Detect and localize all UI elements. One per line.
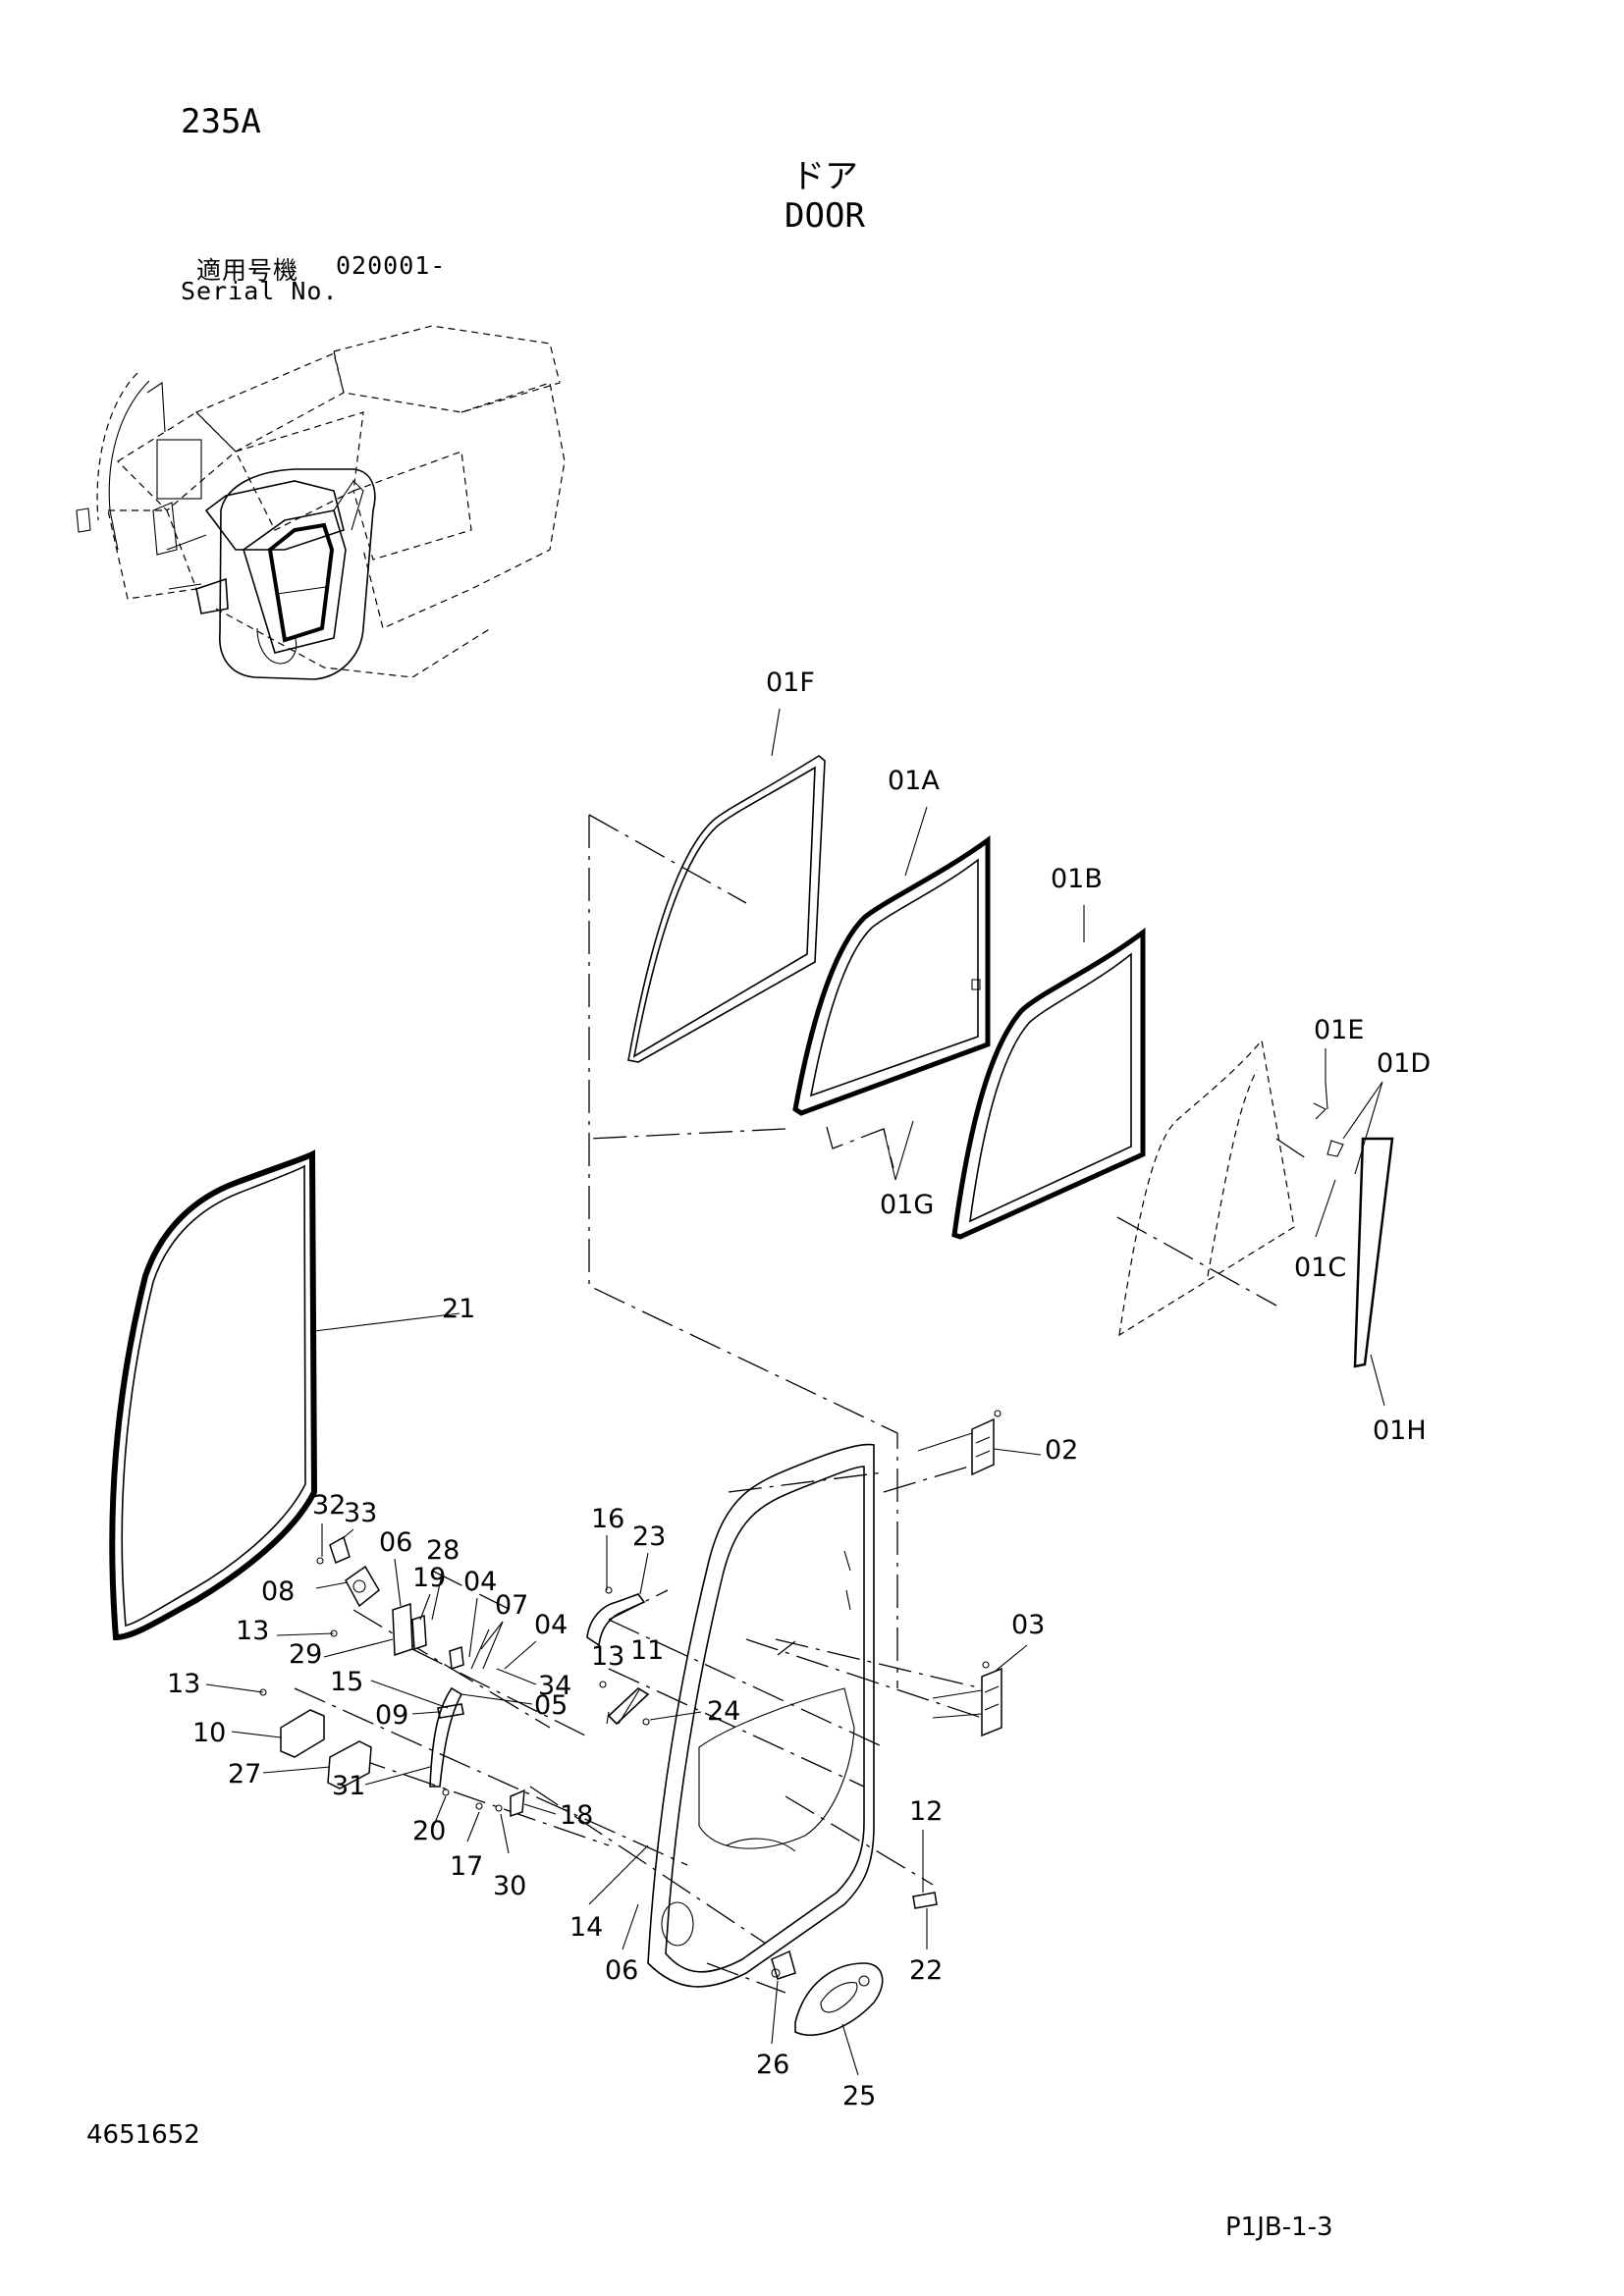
callout-13-c: 13 [167,1669,200,1699]
callout-17: 17 [450,1851,483,1882]
callout-06-lower: 06 [605,1955,638,1986]
callout-01G: 01G [880,1190,934,1220]
callout-01C: 01C [1294,1253,1346,1283]
projection-lines [294,815,1307,1994]
callout-22: 22 [909,1955,943,1986]
callout-13-b: 13 [591,1641,624,1672]
glass-01F [588,755,826,1063]
door-frame-14 [647,1443,885,1988]
callout-13-a: 13 [236,1616,269,1646]
callout-25: 25 [842,2081,876,2111]
callout-02: 02 [1045,1435,1078,1466]
callout-01H: 01H [1373,1415,1427,1446]
callout-01E: 01E [1314,1015,1364,1045]
callout-01F: 01F [766,667,815,698]
page-reference: P1JB-1-3 [1225,2213,1333,2242]
callout-10: 10 [192,1718,226,1748]
callout-03: 03 [1011,1610,1045,1640]
callout-16: 16 [591,1504,624,1534]
callout-29: 29 [289,1639,322,1670]
door-seal-21 [109,1149,318,1641]
callout-26: 26 [756,2050,789,2080]
callout-05: 05 [534,1690,568,1721]
callout-15: 15 [330,1667,363,1697]
callout-01B: 01B [1051,864,1103,894]
callout-01D: 01D [1377,1048,1431,1079]
callout-21: 21 [442,1294,475,1324]
serial-value: 020001- [336,251,447,280]
callout-labels: 01F 01A 01B 01E 01D 01G 01C 01H 21 02 03… [167,667,1431,2111]
callout-01A: 01A [888,766,940,796]
callout-20: 20 [412,1816,446,1846]
callout-04-a: 04 [463,1567,497,1597]
callout-12: 12 [909,1796,943,1827]
callout-24: 24 [707,1696,740,1727]
callout-04-b: 04 [534,1610,568,1640]
glass-rear-01C [1118,1039,1394,1368]
callout-31: 31 [332,1771,365,1801]
callout-34: 34 [538,1671,571,1701]
callout-27: 27 [228,1759,261,1789]
callout-33: 33 [344,1498,377,1528]
serial-label-en: Serial No. [181,277,339,305]
drawing-number: 4651652 [86,2120,200,2150]
callout-08: 08 [261,1576,295,1607]
callout-18: 18 [560,1800,593,1831]
callout-32: 32 [312,1490,346,1521]
callout-11: 11 [630,1635,664,1666]
leader-lines [205,708,1385,2076]
machine-overview-illustration [76,325,566,680]
serial-label-jp: 適用号機 [196,256,299,285]
callout-09: 09 [375,1700,408,1731]
callout-19: 19 [412,1563,446,1593]
callout-06-upper: 06 [379,1527,412,1558]
title-english: DOOR [785,196,865,236]
small-hardware-parts [259,1410,1002,2037]
callout-14: 14 [569,1912,603,1943]
glass-01B [951,928,1146,1240]
callout-28: 28 [426,1535,460,1566]
glass-01A [792,835,991,1116]
section-code: 235A [181,102,261,141]
callout-07: 07 [495,1590,528,1621]
callout-30: 30 [493,1871,526,1901]
title-japanese: ドア [791,157,858,196]
callout-23: 23 [632,1522,666,1552]
